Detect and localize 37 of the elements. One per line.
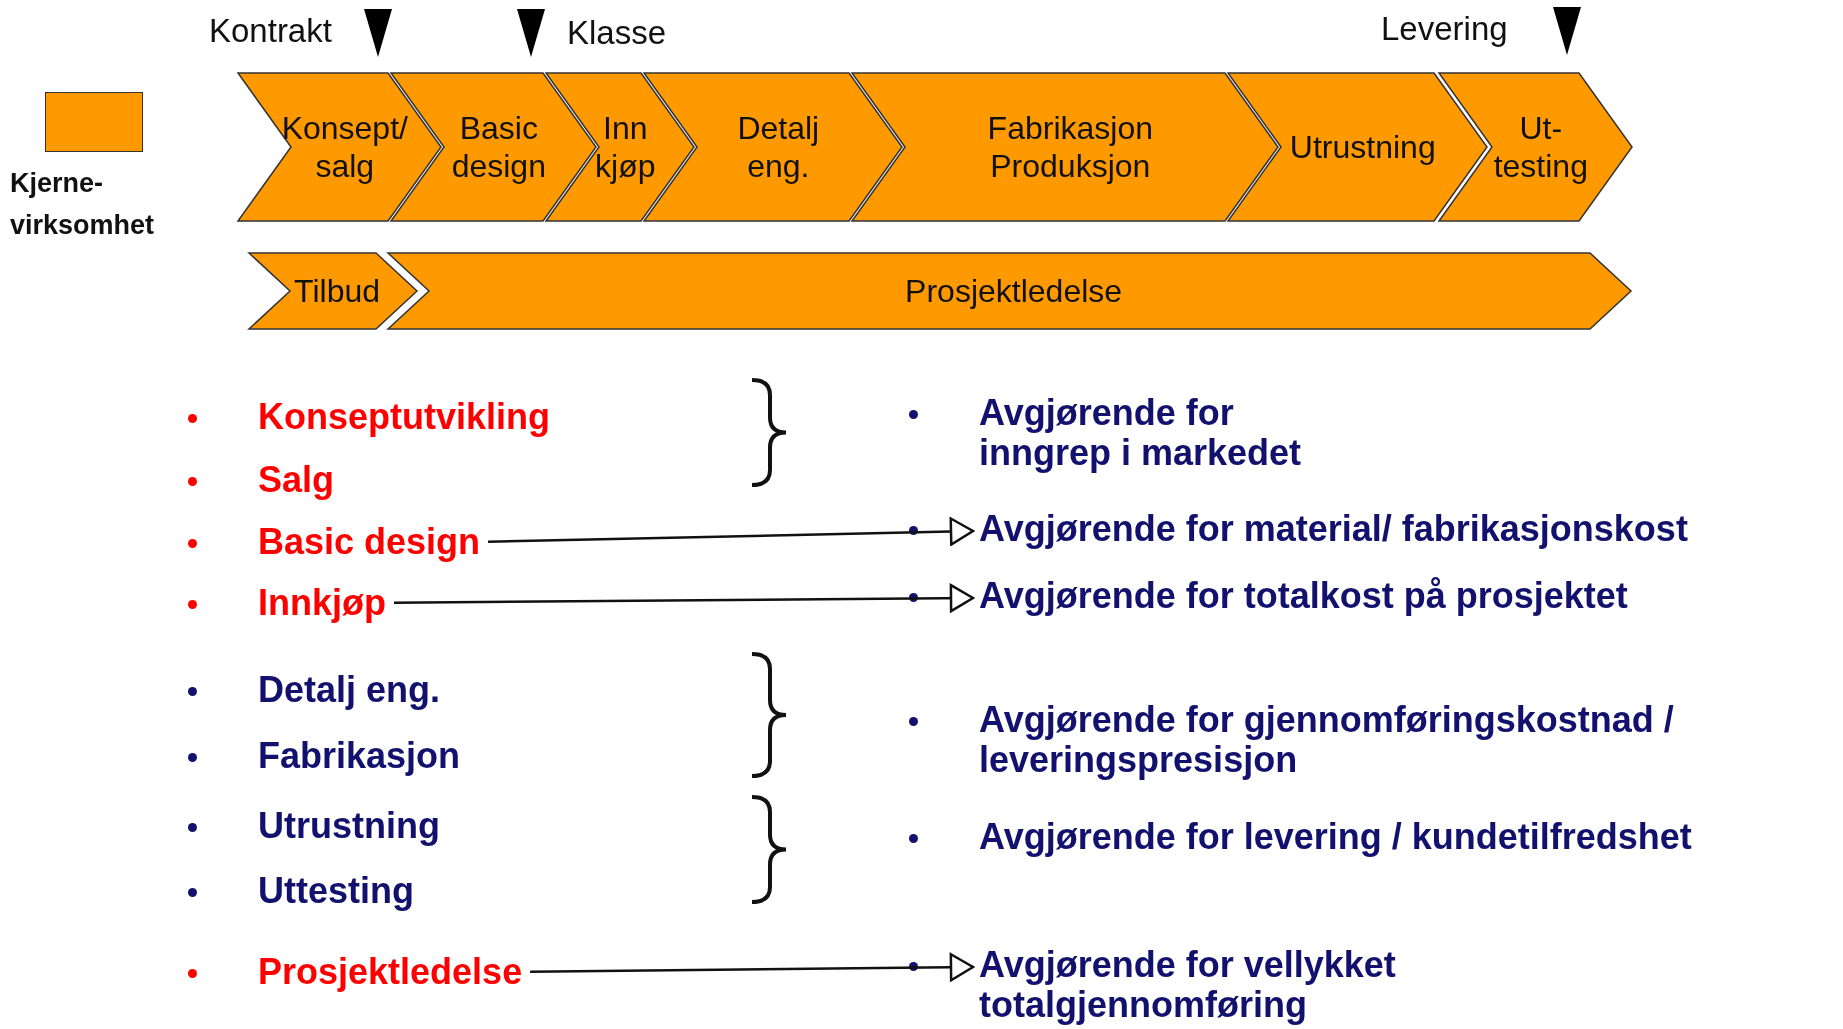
process-step	[546, 73, 694, 221]
list-item-text: Utrustning	[258, 806, 440, 846]
list-item-text: Avgjørende for material/ fabrikasjonskost	[979, 509, 1688, 549]
list-item-text: Konseptutvikling	[258, 397, 550, 437]
step-label: Inn kjøp	[594, 108, 657, 186]
list-item-text: Salg	[258, 460, 335, 500]
step-label: Ut- testing	[1492, 108, 1589, 186]
step-label: Utrustning	[1289, 127, 1436, 167]
list-item-text: Uttesting	[258, 871, 414, 911]
list-item-text: Detalj eng.	[258, 670, 441, 710]
list-item-text: Avgjørende for inngrep i markedet	[979, 393, 1349, 473]
list-item-text: Basic design	[258, 522, 481, 562]
milestone-label: Levering	[1381, 10, 1508, 48]
milestone-label: Kontrakt	[209, 12, 332, 50]
list-item-text: Avgjørende for levering / kundetilfredshet	[979, 817, 1692, 857]
list-item-text: Avgjørende for totalkost på prosjektet	[979, 576, 1628, 616]
step-label: Konsept/ salg	[280, 108, 409, 186]
list-item-text: Innkjøp	[258, 583, 386, 623]
step-label: Basic design	[450, 108, 547, 186]
legend-label: Kjerne- virksomhet	[10, 167, 156, 242]
list-item-text: Fabrikasjon	[258, 736, 461, 776]
step-label: Fabrikasjon Produksjon	[986, 108, 1154, 186]
process-step	[1228, 73, 1487, 221]
arrow	[394, 583, 975, 613]
process-step	[238, 73, 441, 221]
process-step	[249, 253, 417, 329]
arrow	[530, 953, 975, 982]
step-label: Tilbud	[294, 271, 381, 311]
list-item-text: Prosjektledelse	[258, 952, 523, 992]
list-item-text: Avgjørende for vellykket totalgjennomføring	[979, 945, 1539, 1025]
list-item-text: Avgjørende for gjennomføringskostnad / leveringspresisjon	[979, 700, 1829, 780]
step-label: Prosjektledelse	[905, 271, 1123, 311]
arrow	[488, 517, 975, 546]
process-step	[852, 73, 1278, 221]
process-step	[1439, 73, 1632, 221]
milestone-label: Klasse	[567, 14, 667, 52]
step-label: Detalj eng.	[736, 108, 821, 186]
